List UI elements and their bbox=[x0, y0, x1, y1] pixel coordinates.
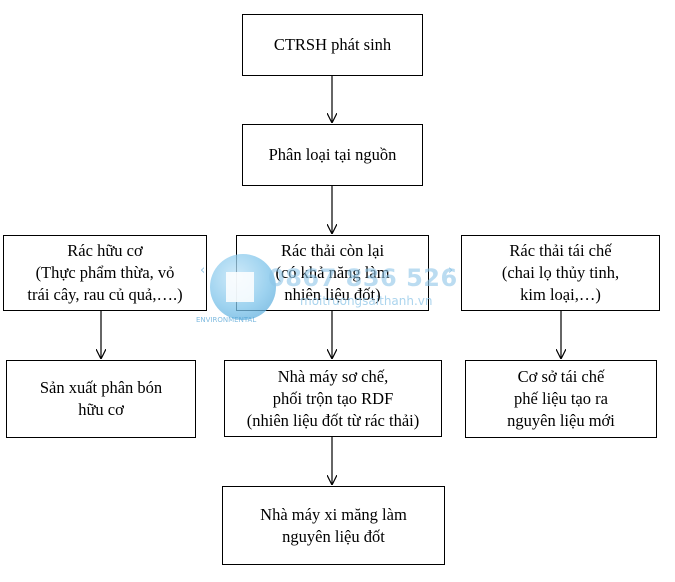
node-cement-plant: Nhà máy xi măng làm nguyên liệu đốt bbox=[222, 486, 445, 565]
node-label: (chai lọ thủy tinh, bbox=[501, 263, 620, 282]
node-label: hữu cơ bbox=[78, 400, 124, 419]
node-compost-production: Sản xuất phân bón hữu cơ bbox=[6, 360, 196, 438]
node-label: trái cây, rau củ quả,….) bbox=[27, 285, 183, 304]
watermark-right-arrow-icon: › bbox=[448, 263, 454, 278]
watermark-website: moitruongsaithanh.vn bbox=[300, 294, 433, 308]
watermark-logo-text: ENVIRONMENTAL bbox=[196, 316, 257, 324]
watermark-building-icon bbox=[226, 272, 254, 302]
node-label: kim loại,…) bbox=[520, 285, 601, 304]
node-source-sorting: Phân loại tại nguồn bbox=[242, 124, 423, 186]
node-rdf-plant: Nhà máy sơ chế, phối trộn tạo RDF (nhiên… bbox=[224, 360, 442, 437]
node-label: Nhà máy sơ chế, bbox=[277, 366, 389, 386]
node-label: Rác thải còn lại bbox=[280, 241, 385, 260]
node-label: Phân loại tại nguồn bbox=[268, 145, 397, 164]
node-label: Rác thải tái chế bbox=[509, 241, 612, 260]
node-label: (nhiên liệu đốt từ rác thải) bbox=[246, 410, 420, 430]
node-label: (Thực phẩm thừa, vỏ bbox=[35, 263, 175, 282]
node-recycling-facility: Cơ sở tái chế phế liệu tạo ra nguyên liệ… bbox=[465, 360, 657, 438]
node-label: nguyên liệu đốt bbox=[282, 526, 385, 546]
node-label: Cơ sở tái chế bbox=[517, 367, 605, 386]
node-label: Sản xuất phân bón bbox=[39, 378, 163, 397]
node-label: phế liệu tạo ra bbox=[514, 389, 608, 408]
node-recyclable-waste: Rác thải tái chế (chai lọ thủy tinh, kim… bbox=[461, 235, 660, 311]
node-label: (có khả năng làm bbox=[275, 263, 390, 282]
watermark-phone: 0867 836 526 bbox=[268, 264, 458, 292]
node-label: CTRSH phát sinh bbox=[273, 35, 392, 54]
node-organic-waste: Rác hữu cơ (Thực phẩm thừa, vỏ trái cây,… bbox=[3, 235, 207, 311]
node-label: nhiên liệu đốt) bbox=[284, 285, 381, 304]
node-label: nguyên liệu mới bbox=[507, 411, 615, 430]
node-label: Rác hữu cơ bbox=[67, 241, 143, 260]
node-ctrsh-source: CTRSH phát sinh bbox=[242, 14, 423, 76]
node-label: Nhà máy xi măng làm bbox=[260, 504, 407, 524]
node-label: phối trộn tạo RDF bbox=[272, 388, 394, 408]
watermark-left-arrow-icon: ‹ bbox=[200, 263, 206, 278]
